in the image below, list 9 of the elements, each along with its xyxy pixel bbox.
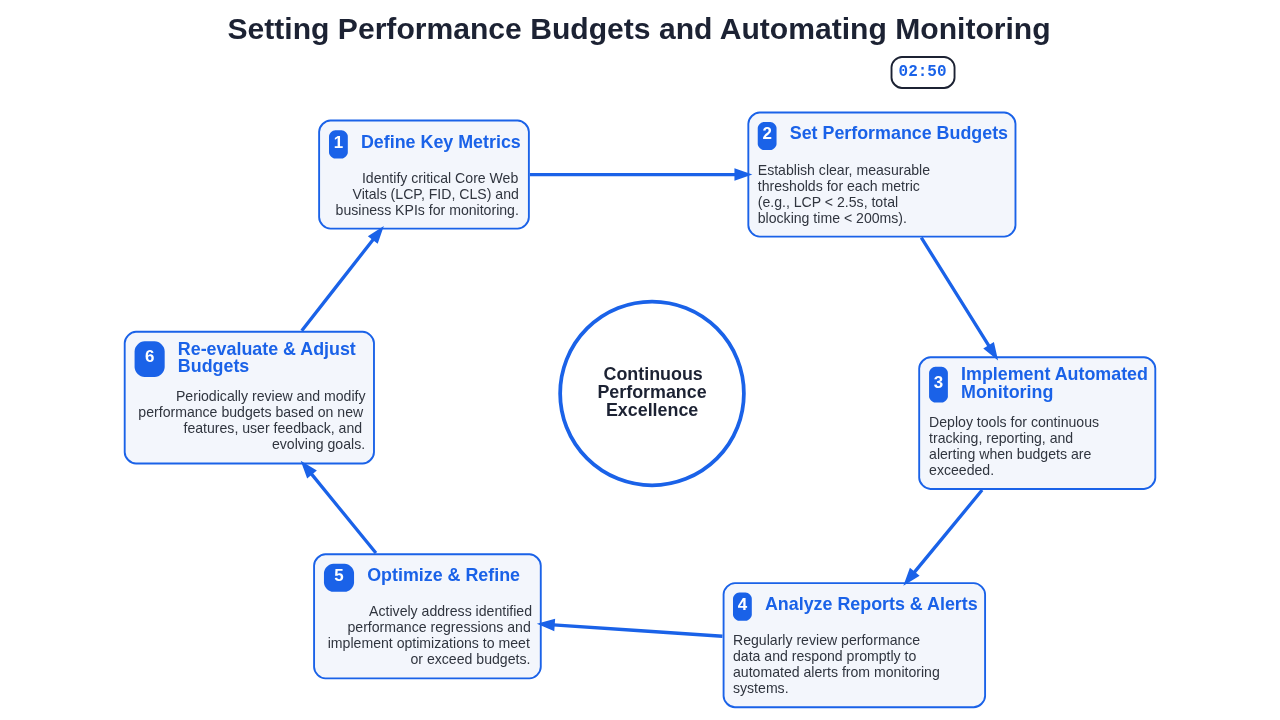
arrow [536, 618, 723, 638]
label: 02:50 [898, 62, 947, 81]
arrow [529, 168, 753, 181]
node-circle: Continuous Performance Excellence [558, 299, 746, 488]
arrow [903, 488, 984, 586]
arrow [300, 460, 378, 555]
arrow [919, 236, 999, 361]
arrow [300, 225, 384, 332]
diagram-title: Setting Performance Budgets and Automating Monitoring [227, 11, 1051, 45]
